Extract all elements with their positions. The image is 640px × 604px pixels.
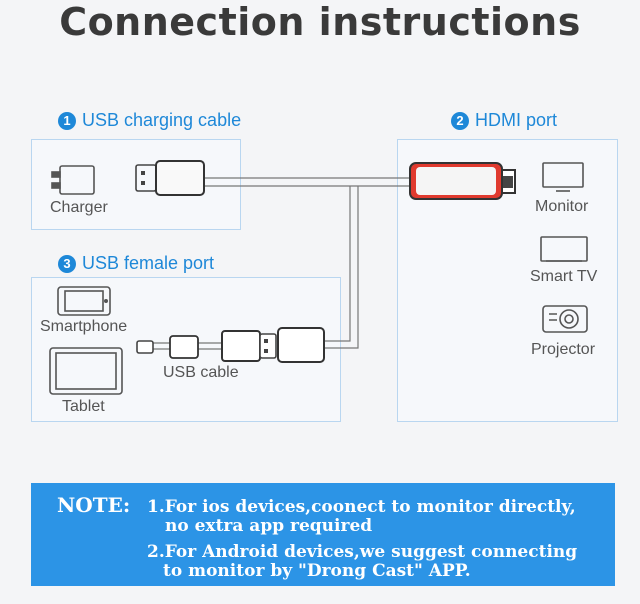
- section-usb-charging-label: 1 USB charging cable: [58, 110, 241, 131]
- usb-cable-plug-icon: [221, 330, 277, 362]
- page-title: Connection instructions: [59, 0, 581, 44]
- smart-tv-label: Smart TV: [530, 268, 598, 285]
- charger-label: Charger: [50, 199, 108, 216]
- smart-tv-icon: [540, 236, 588, 262]
- section-usb-female-text: USB female port: [82, 253, 215, 273]
- tablet-icon: [49, 347, 123, 395]
- note-box: NOTE: 1.For ios devices,coonect to monit…: [31, 483, 615, 586]
- section-number-1: 1: [58, 111, 76, 130]
- projector-icon: [542, 305, 588, 333]
- section-number-2: 2: [451, 111, 469, 130]
- note-line-1: 1.For ios devices,coonect to monitor dir…: [147, 497, 576, 517]
- note-line-2b: to monitor by "Drong Cast" APP.: [163, 561, 471, 581]
- section-hdmi-text: HDMI port: [475, 110, 558, 130]
- note-line-1b: no extra app required: [165, 516, 373, 536]
- micro-usb-plug-icon: [136, 335, 199, 359]
- hdmi-connector-icon: [409, 162, 516, 200]
- projector-label: Projector: [531, 341, 596, 358]
- usb-female-port-icon: [277, 327, 325, 363]
- smartphone-icon: [57, 286, 111, 316]
- cable-lines: [152, 177, 410, 350]
- section-usb-female-label: 3 USB female port: [58, 253, 214, 274]
- monitor-label: Monitor: [535, 198, 589, 215]
- note-heading: NOTE:: [57, 493, 131, 517]
- note-line-2: 2.For Android devices,we suggest connect…: [147, 542, 578, 562]
- usb-cable-label: USB cable: [163, 364, 239, 381]
- section-hdmi-label: 2 HDMI port: [451, 110, 557, 131]
- tablet-label: Tablet: [62, 398, 105, 415]
- section-number-3: 3: [58, 254, 76, 273]
- section-usb-charging-text: USB charging cable: [82, 110, 242, 130]
- usb-a-plug-icon: [135, 160, 205, 196]
- monitor-icon: [542, 162, 584, 192]
- smartphone-label: Smartphone: [40, 318, 128, 335]
- charger-icon: [51, 165, 95, 195]
